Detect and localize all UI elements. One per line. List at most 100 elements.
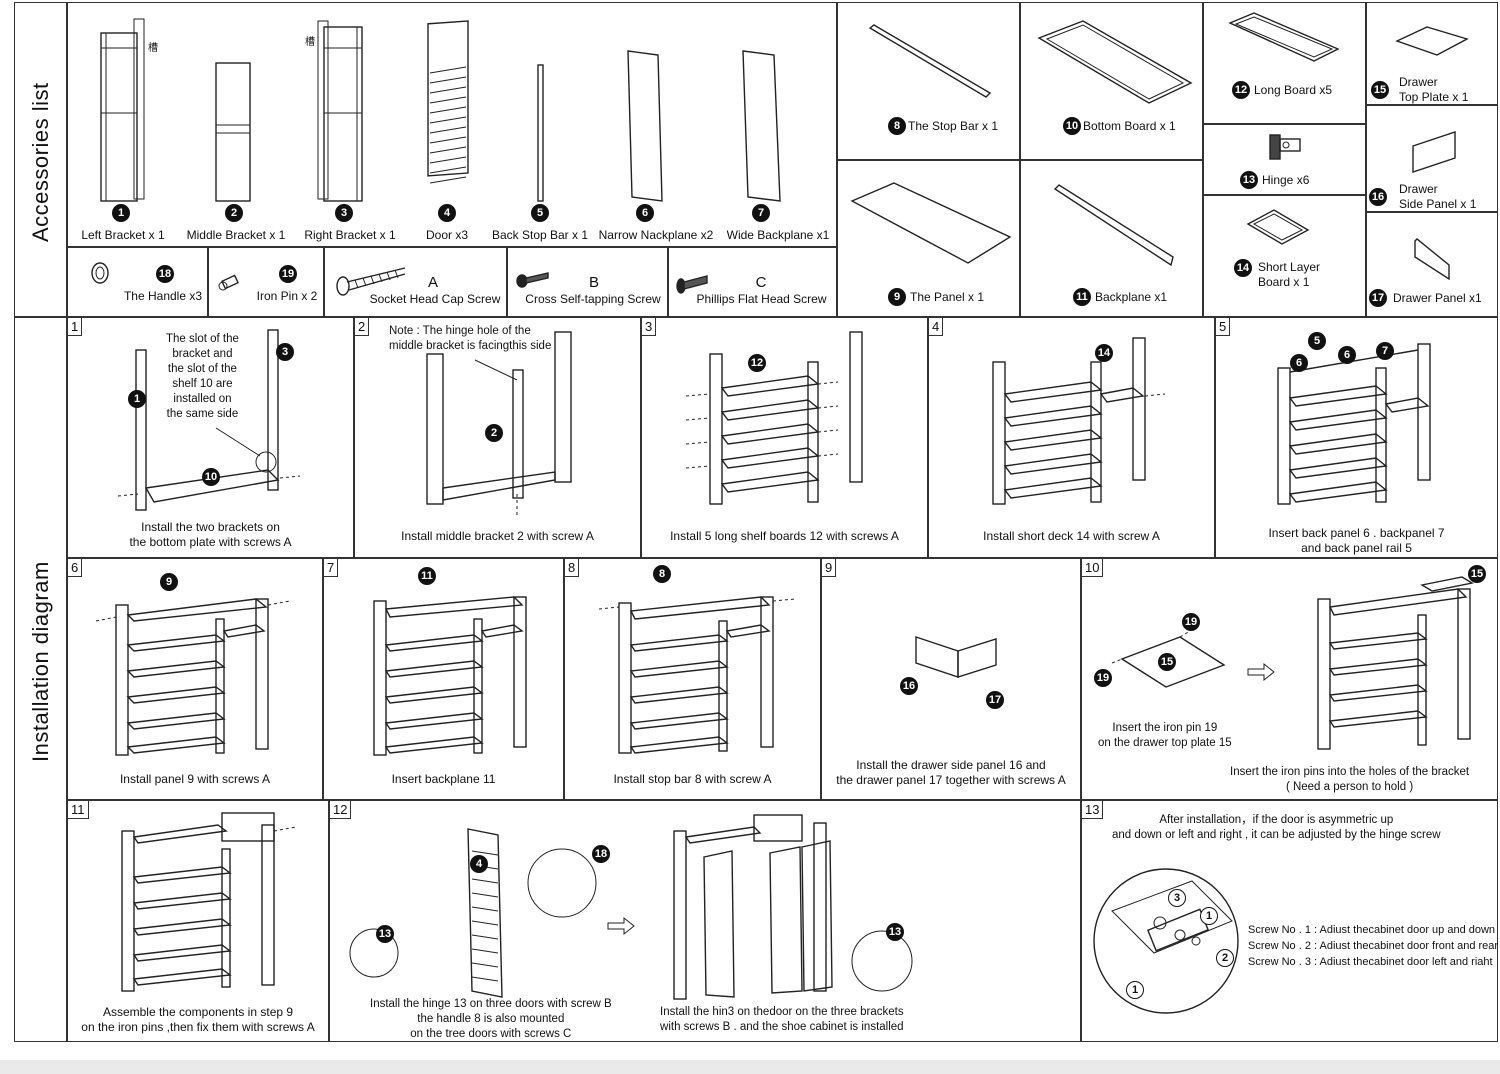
step-8-drawing xyxy=(598,596,796,754)
callout-6b: 6 xyxy=(1338,346,1356,364)
part-num-6: 6 xyxy=(636,204,654,222)
step-1-drawing xyxy=(117,329,301,511)
step-4-caption: Install short deck 14 with screw A xyxy=(983,529,1160,543)
part-num-2: 2 xyxy=(225,204,243,222)
step-11: 11 Assemble the components in step 9 on … xyxy=(67,800,329,1042)
arrow-right-icon xyxy=(607,916,635,936)
flat-head-screw-icon xyxy=(676,275,708,294)
hw-num-19: 19 xyxy=(279,265,297,283)
callout-12: 12 xyxy=(748,354,766,372)
callout-6a: 6 xyxy=(1290,354,1308,372)
panel-drawing xyxy=(850,182,1012,264)
board-num-8: 8 xyxy=(888,117,906,135)
step-12-caption-right: Install the hin3 on thedoor on the three… xyxy=(660,1006,904,1033)
callout-13b: 13 xyxy=(886,923,904,941)
hw-label-flat-head-screw: Phillips Flat Head Screw xyxy=(696,292,827,306)
parts-row: 槽 槽 1 Left Bracket x 1 2 Middle Bracket … xyxy=(67,2,837,247)
part-hinge: 13 Hinge x6 xyxy=(1203,124,1366,195)
drawer-panel-drawing xyxy=(1414,238,1450,281)
step-number: 7 xyxy=(324,559,339,577)
step-number: 11 xyxy=(68,801,89,819)
step-number: 8 xyxy=(565,559,580,577)
callout-16: 16 xyxy=(900,677,918,695)
hinge-screw-3: 3 xyxy=(1168,889,1186,907)
step-number: 5 xyxy=(1216,318,1231,336)
hw-label-handle: The Handle x3 xyxy=(123,289,203,303)
board-num-11: 11 xyxy=(1073,288,1091,306)
step-10: 10 19 19 15 15 Insert the iron pin 19 on… xyxy=(1081,558,1498,800)
screw-note-3: Screw No . 3 : Adiust thecabinet door le… xyxy=(1248,956,1493,968)
callout-10: 10 xyxy=(202,468,220,486)
step-6-caption: Install panel 9 with screws A xyxy=(119,772,271,786)
part-long-board: 12 Long Board x5 xyxy=(1203,2,1366,124)
step-10-drawing xyxy=(1111,576,1474,750)
hinge-screw-2: 2 xyxy=(1216,949,1234,967)
hardware-iron-pin: 19 Iron Pin x 2 xyxy=(208,247,324,317)
step-13-drawing xyxy=(1093,868,1239,1014)
small-label-short-layer-board: Short Layer Board x 1 xyxy=(1258,260,1321,289)
small-label-drawer-panel: Drawer Panel x1 xyxy=(1393,291,1482,305)
step-5: 5 5 6 6 7 Insert back panel 6 . backpane… xyxy=(1215,317,1498,558)
step-number: 12 xyxy=(330,801,352,819)
small-label-long-board: Long Board x5 xyxy=(1254,83,1333,97)
short-layer-board-drawing xyxy=(1246,209,1310,245)
callout-19a: 19 xyxy=(1182,613,1200,631)
board-label-stop-bar: The Stop Bar x 1 xyxy=(908,119,999,133)
part-num-5: 5 xyxy=(531,204,549,222)
iron-pin-icon xyxy=(218,274,239,291)
step-number: 3 xyxy=(642,318,657,336)
step-number: 9 xyxy=(822,559,837,577)
callout-2: 2 xyxy=(485,424,503,442)
step-12-drawing xyxy=(349,814,913,1000)
hardware-handle-pin: 18 The Handle x3 xyxy=(67,247,208,317)
step-8: 8 8 Install stop bar 8 with screw A xyxy=(564,558,821,800)
hw-letter-b: B xyxy=(588,274,599,291)
small-num-13: 13 xyxy=(1240,171,1258,189)
step-1-caption: Install the two brackets on the bottom p… xyxy=(129,520,292,549)
step-13-caption: After installation，if the door is asymme… xyxy=(1112,814,1441,841)
small-num-16: 16 xyxy=(1369,188,1387,206)
hw-letter-c: C xyxy=(755,274,767,291)
hw-label-self-tapping-screw: Cross Self-tapping Screw xyxy=(525,292,661,306)
handle-icon xyxy=(91,262,109,284)
step-8-caption: Install stop bar 8 with screw A xyxy=(613,772,772,786)
callout-15a: 15 xyxy=(1158,653,1176,671)
board-label-bottom-board: Bottom Board x 1 xyxy=(1083,119,1176,133)
installation-title-cell xyxy=(14,317,67,1042)
step-5-caption: Insert back panel 6 . backpanel 7 and ba… xyxy=(1268,526,1445,555)
callout-11: 11 xyxy=(418,567,436,585)
hw-label-socket-screw: Socket Head Cap Screw xyxy=(369,292,501,306)
step-number: 2 xyxy=(355,318,370,336)
part-panel: 9 The Panel x 1 xyxy=(837,160,1020,317)
hinge-icon xyxy=(1269,134,1301,160)
part-num-7: 7 xyxy=(752,204,770,222)
step-6: 6 9 Install panel 9 with screws A xyxy=(67,558,323,800)
step-4-drawing xyxy=(992,337,1166,505)
hw-letter-a: A xyxy=(427,274,438,291)
backplane-drawing xyxy=(1053,184,1174,267)
step-1-note: The slot of the bracket and the slot of … xyxy=(166,333,239,420)
part-num-1: 1 xyxy=(112,204,130,222)
slot-mark-left: 槽 xyxy=(148,43,158,54)
step-5-drawing xyxy=(1277,343,1431,505)
accessories-title-cell xyxy=(14,2,67,317)
callout-3: 3 xyxy=(276,343,294,361)
small-label-drawer-top-plate: Drawer Top Plate x 1 xyxy=(1399,75,1469,104)
part-label-door: Door x3 xyxy=(425,228,469,242)
hinge-screw-1b: 1 xyxy=(1126,981,1144,999)
step-number: 4 xyxy=(929,318,944,336)
hardware-screw-a: A Socket Head Cap Screw xyxy=(324,247,507,317)
slot-mark-right: 槽 xyxy=(305,37,315,48)
callout-8: 8 xyxy=(653,565,671,583)
hw-label-iron-pin: Iron Pin x 2 xyxy=(256,289,318,303)
callout-7: 7 xyxy=(1376,342,1394,360)
drawer-side-panel-drawing xyxy=(1412,131,1456,173)
callout-19b: 19 xyxy=(1094,669,1112,687)
part-label-right-bracket: Right Bracket x 1 xyxy=(304,228,396,242)
step-6-drawing xyxy=(95,598,291,756)
part-backplane: 11 Backplane x1 xyxy=(1020,160,1203,317)
shelf-boards xyxy=(720,375,820,493)
stop-bar-drawing xyxy=(868,24,992,98)
part-drawer-top-plate: 15 Drawer Top Plate x 1 xyxy=(1366,2,1498,105)
step-9-caption: Install the drawer side panel 16 and the… xyxy=(836,758,1066,787)
